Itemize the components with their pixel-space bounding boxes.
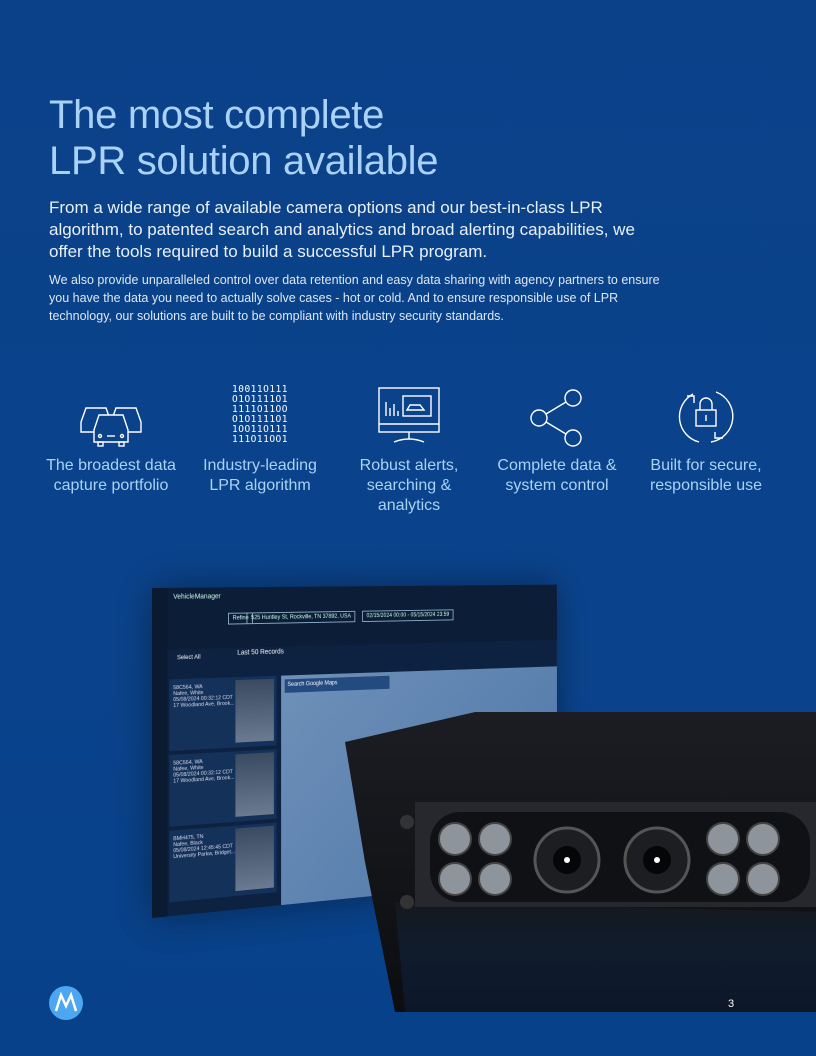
- lead-paragraph: From a wide range of available camera op…: [49, 198, 635, 261]
- body-paragraph: We also provide unparalleled control ove…: [49, 273, 660, 323]
- monitor-analytics-icon: [378, 387, 440, 443]
- feature-alerts-analytics: Robust alerts, searching & analytics: [339, 382, 479, 516]
- binary-row: 1OO11O111: [232, 424, 288, 435]
- address-chip: 525 Huntley St, Rockville, TN 37892, USA: [246, 610, 356, 625]
- binary-row: 10011O111: [232, 384, 288, 395]
- app-header: VehicleManager Refine 525 Huntley St, Ro…: [152, 584, 557, 650]
- record-thumbnail: [235, 752, 274, 817]
- page-title: The most complete LPR solution available: [49, 92, 439, 184]
- feature-data-control: Complete data & system control: [487, 382, 627, 496]
- feature-label: Built for secure, responsible use: [649, 457, 763, 494]
- app-sidebar: [152, 587, 168, 918]
- select-all: Select All: [177, 654, 201, 662]
- title-line-1: The most complete: [49, 93, 385, 137]
- motorola-logo: [49, 986, 83, 1020]
- feature-label: The broadest data capture portfolio: [46, 457, 176, 494]
- feature-label: Industry-leading LPR algorithm: [203, 457, 317, 494]
- app-name: VehicleManager: [173, 593, 221, 601]
- cars-icon: [80, 407, 142, 447]
- binary-row: O1O1111O1: [232, 414, 288, 425]
- lock-sync-icon: [678, 391, 734, 443]
- title-line-2: LPR solution available: [49, 139, 439, 183]
- binary-row: O1O1111O1: [232, 394, 288, 405]
- map-search: Search Google Maps: [284, 675, 390, 693]
- binary-code-icon: 10011O111 O1O1111O1 1111O11OO O1O1111O1 …: [190, 382, 330, 448]
- record-thumbnail: [235, 678, 274, 743]
- lpr-camera-image: [345, 712, 816, 1012]
- share-icon: [530, 389, 582, 447]
- feature-secure-use: Built for secure, responsible use: [636, 382, 776, 496]
- records-title: Last 50 Records: [237, 648, 284, 657]
- feature-lpr-algorithm: 10011O111 O1O1111O1 1111O11OO O1O1111O1 …: [190, 382, 330, 496]
- feature-data-capture: The broadest data capture portfolio: [41, 382, 181, 496]
- feature-label: Complete data & system control: [497, 457, 617, 494]
- feature-label: Robust alerts, searching & analytics: [359, 457, 459, 514]
- record-thumbnail: [235, 825, 274, 892]
- binary-row: 1111O11OO: [232, 404, 288, 415]
- date-range-chip: 02/15/2024 00:00 - 05/15/2024 23:59: [362, 609, 454, 623]
- binary-row: 111O11OO1: [232, 434, 288, 445]
- page-number: 3: [728, 998, 735, 1010]
